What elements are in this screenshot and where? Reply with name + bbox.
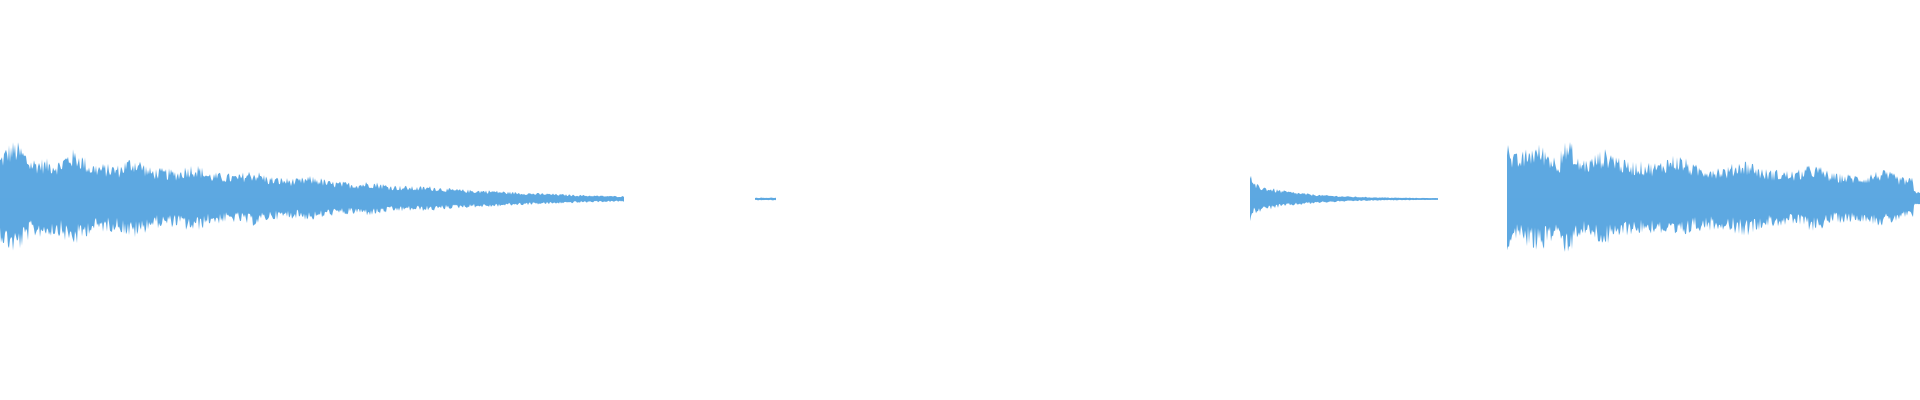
segment-4-shape — [1507, 142, 1920, 252]
segment-4 — [1507, 142, 1920, 252]
segment-1-shape — [0, 142, 624, 251]
segment-3 — [1250, 175, 1438, 222]
segment-1 — [0, 142, 624, 251]
segment-2 — [755, 197, 776, 201]
